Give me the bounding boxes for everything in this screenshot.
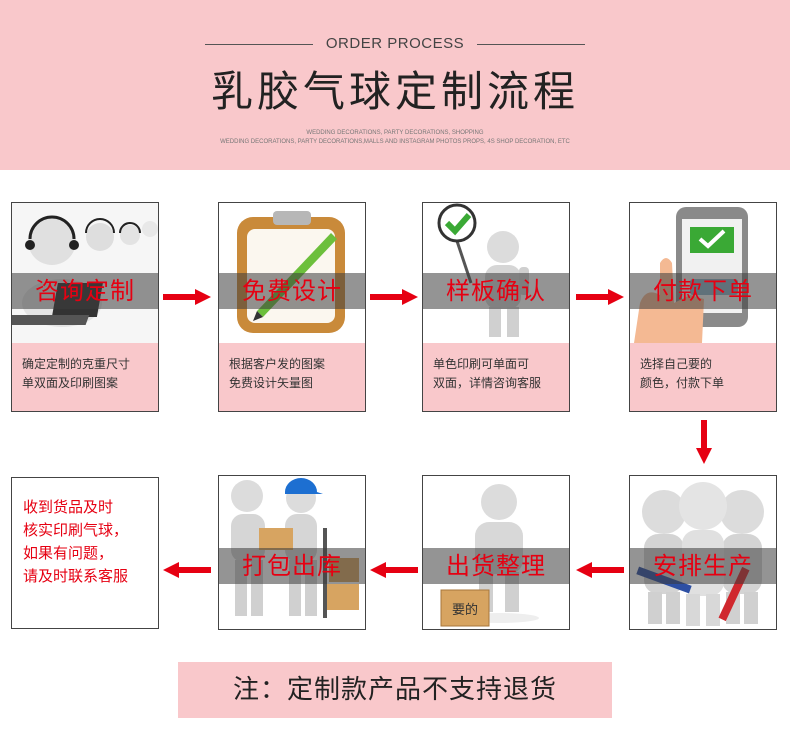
arrow-right-icon	[163, 289, 211, 305]
final-line-1: 收到货品及时	[23, 498, 114, 516]
arrow-left-icon	[370, 562, 418, 578]
header-rule-right	[477, 44, 585, 45]
header-subtitle-line1: WEDDING DECORATIONS, PARTY DECORATIONS, …	[306, 130, 484, 136]
header-english-title: ORDER PROCESS	[325, 35, 465, 52]
step-label: 付款下单	[630, 273, 776, 309]
arrow-left-icon	[163, 562, 211, 578]
step-card-sample-confirm: 样板确认 单色印刷可单面可 双面，详情咨询客服	[422, 202, 570, 412]
arrow-right-icon	[576, 289, 624, 305]
step-caption-line2: 双面，详情咨询客服	[433, 376, 542, 390]
step-caption: 选择自己要的 颜色，付款下单	[630, 343, 776, 411]
step-caption: 确定定制的克重尺寸 单双面及印刷图案	[12, 343, 158, 411]
step-caption-line2: 颜色，付款下单	[640, 376, 725, 390]
return-policy-note: 注：定制款产品不支持退货	[178, 662, 612, 718]
step-label: 打包出库	[219, 548, 365, 584]
arrow-right-icon	[370, 289, 418, 305]
arrow-down-icon	[696, 420, 712, 464]
header-banner: ORDER PROCESS 乳胶气球定制流程 WEDDING DECORATIO…	[0, 0, 790, 170]
step-card-consult: 咨询定制 确定定制的克重尺寸 单双面及印刷图案	[11, 202, 159, 412]
step-label: 样板确认	[423, 273, 569, 309]
header-rule-left	[205, 44, 313, 45]
step-caption-line1: 根据客户发的图案	[229, 357, 326, 371]
final-line-4: 请及时联系客服	[23, 567, 129, 585]
step-card-design: 免费设计 根据客户发的图案 免费设计矢量图	[218, 202, 366, 412]
arrow-left-icon	[576, 562, 624, 578]
step-caption-line2: 免费设计矢量图	[229, 376, 314, 390]
step-card-packing-outbound: 打包出库	[218, 475, 366, 630]
final-instructions-box: 收到货品及时 核实印刷气球， 如果有问题， 请及时联系客服	[11, 477, 159, 629]
page-title: 乳胶气球定制流程	[210, 67, 579, 116]
step-label: 出货整理	[423, 548, 569, 584]
final-line-2: 核实印刷气球，	[23, 521, 129, 539]
box-text: 要的	[452, 602, 478, 618]
header-subtitle-line2: WEDDING DECORATIONS, PARTY DECORATIONS,M…	[220, 139, 570, 145]
step-card-shipping-sort: 要的 出货整理	[422, 475, 570, 630]
step-label: 安排生产	[630, 548, 776, 584]
step-caption-line1: 确定定制的克重尺寸	[22, 357, 131, 371]
step-label: 免费设计	[219, 273, 365, 309]
step-card-production: 安排生产	[629, 475, 777, 630]
step-caption: 根据客户发的图案 免费设计矢量图	[219, 343, 365, 411]
step-caption-line1: 选择自己要的	[640, 357, 713, 371]
step-caption: 单色印刷可单面可 双面，详情咨询客服	[423, 343, 569, 411]
step-caption-line1: 单色印刷可单面可	[433, 357, 530, 371]
final-line-3: 如果有问题，	[23, 544, 114, 562]
step-card-payment: 付款下单 选择自己要的 颜色，付款下单	[629, 202, 777, 412]
step-label: 咨询定制	[12, 273, 158, 309]
step-caption-line2: 单双面及印刷图案	[22, 376, 119, 390]
